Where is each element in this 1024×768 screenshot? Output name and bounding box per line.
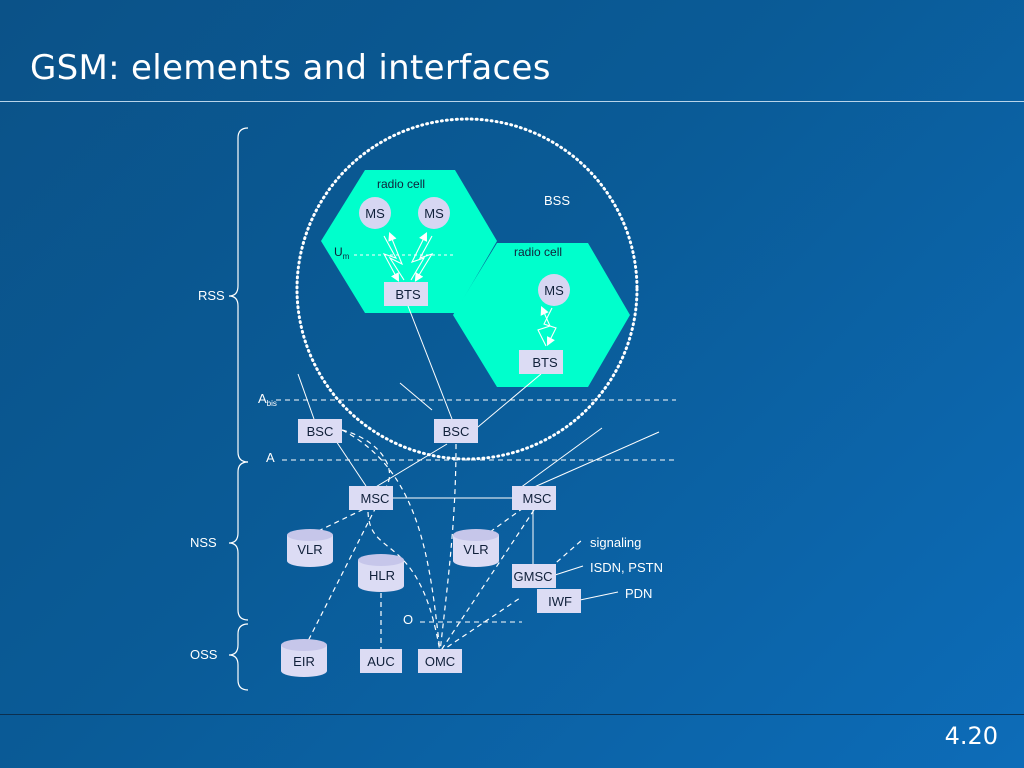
title-divider [0,101,1024,102]
msc1-box [349,486,393,510]
bts2-label: BTS [532,355,558,370]
oss-label: OSS [190,647,218,662]
solid-links [297,305,660,601]
bsc2-box [434,419,478,443]
gmsc-box [512,564,556,588]
vlr1-label: VLR [297,542,322,557]
ms1-label: MS [365,206,385,221]
radio-link-ms2-down [414,235,434,282]
vlr2-database [453,529,499,567]
eir-database [281,639,327,677]
iwf-box [537,589,581,613]
bts1-label: BTS [395,287,421,302]
radio-link-ms1-up [382,235,400,282]
signaling-label: signaling [590,535,641,550]
o-interface-label: O [403,612,413,627]
hlr-database [358,554,404,592]
footer-divider [0,714,1024,715]
abis-interface-label: Abis [258,391,277,408]
rss-label: RSS [198,288,225,303]
radio-cell-2-label: radio cell [514,245,562,259]
bss-boundary [295,117,639,461]
ms2-label: MS [424,206,444,221]
radio-cell-1-label: radio cell [377,177,425,191]
ms1-node [359,197,391,229]
ms2-node [418,197,450,229]
iwf-label: IWF [548,594,572,609]
dashed-links [305,429,583,653]
rss-brace [228,127,249,463]
vlr1-database [287,529,333,567]
ms3-node [538,274,570,306]
bts1-box [384,282,428,306]
oss-brace [228,623,249,691]
radio-link-ms3-down [543,307,557,346]
bsc1-box [298,419,342,443]
gmsc-label: GMSC [514,569,553,584]
vlr2-label: VLR [463,542,488,557]
radio-link-ms1 [388,231,405,281]
msc1-label: MSC [361,491,390,506]
auc-box [360,649,402,673]
radio-link-ms2 [410,232,427,281]
radio-link-ms3 [537,305,551,347]
msc2-box [512,486,556,510]
eir-label: EIR [293,654,315,669]
auc-label: AUC [367,654,394,669]
a-interface-label: A [266,450,275,465]
pdn-label: PDN [625,586,652,601]
bts2-box [519,350,563,374]
bss-label: BSS [544,193,570,208]
um-interface-label: Um [334,245,350,261]
slide-title: GSM: elements and interfaces [30,48,551,88]
page-number: 4.20 [944,722,998,750]
omc-label: OMC [425,654,455,669]
ms3-label: MS [544,283,564,298]
msc2-label: MSC [523,491,552,506]
nss-brace [228,461,249,621]
isdn-pstn-label: ISDN, PSTN [590,560,663,575]
bsc2-label: BSC [443,424,470,439]
nss-label: NSS [190,535,217,550]
hlr-label: HLR [369,568,395,583]
omc-box [418,649,462,673]
bsc1-label: BSC [307,424,334,439]
